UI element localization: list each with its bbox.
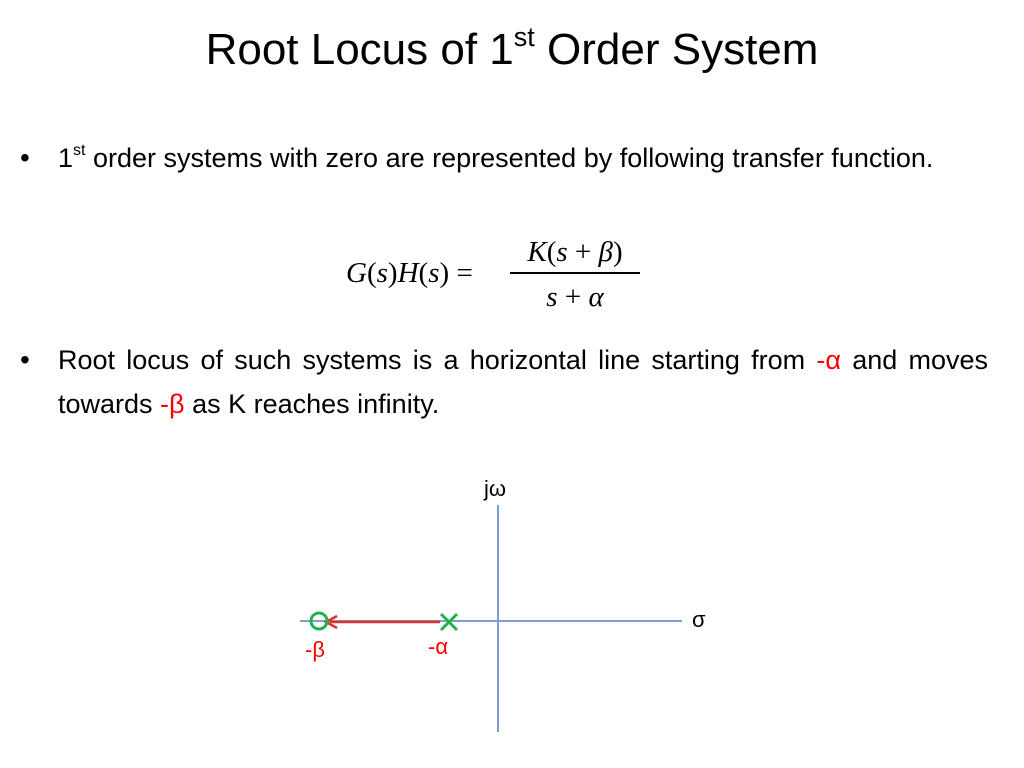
title-main: Root Locus of 1 [205, 25, 514, 74]
bullet-text: 1st order systems with zero are represen… [58, 136, 988, 180]
bullet-text: Root locus of such systems is a horizont… [58, 338, 988, 426]
bullet-dot-icon: • [20, 344, 30, 375]
title-rest: Order System [534, 25, 819, 74]
eq-s: s [556, 236, 568, 268]
zero-label: -β [305, 637, 325, 662]
transfer-function-equation: G(s)H(s) = K(s + β) s + α [340, 228, 650, 324]
fraction-bar [510, 272, 640, 274]
bullet-body-b: and moves towards [58, 345, 989, 419]
slide-title: Root Locus of 1st Order System [0, 22, 1024, 78]
eq-s: s [376, 257, 388, 289]
beta-highlight: -β [160, 389, 185, 419]
equation-fraction: K(s + β) s + α [510, 228, 640, 318]
eq-plus: + [574, 236, 592, 268]
bullet-root-locus: • Root locus of such systems is a horizo… [20, 338, 988, 426]
eq-equals: = [456, 257, 473, 289]
bullet-body-a: Root locus of such systems is a horizont… [58, 345, 817, 375]
pole-label: -α [428, 634, 448, 659]
eq-beta: β [598, 236, 613, 268]
equation-lhs: G(s)H(s) = [346, 257, 473, 289]
bullet-superscript: st [73, 142, 86, 159]
equation-numerator: K(s + β) [527, 236, 623, 268]
pole-marker-icon [439, 612, 459, 632]
zero-marker-icon [309, 611, 329, 631]
eq-g: G [346, 257, 367, 289]
bullet-body-c: as K reaches infinity. [184, 389, 440, 419]
real-axis-label: σ [692, 607, 706, 632]
eq-s: s [428, 257, 440, 289]
imaginary-axis-label: jω [483, 476, 506, 501]
eq-s: s [546, 280, 558, 313]
eq-h: H [397, 257, 419, 289]
bullet-lead: 1 [58, 143, 74, 173]
eq-plus: + [564, 280, 582, 313]
alpha-highlight: -α [816, 345, 841, 375]
eq-alpha: α [588, 280, 604, 313]
title-superscript: st [513, 22, 535, 52]
bullet-first-order: • 1st order systems with zero are repres… [20, 136, 988, 180]
eq-k: K [527, 236, 547, 268]
bullet-dot-icon: • [20, 142, 30, 173]
bullet-body: order systems with zero are represented … [85, 143, 934, 173]
equation-denominator: s + α [510, 274, 640, 318]
